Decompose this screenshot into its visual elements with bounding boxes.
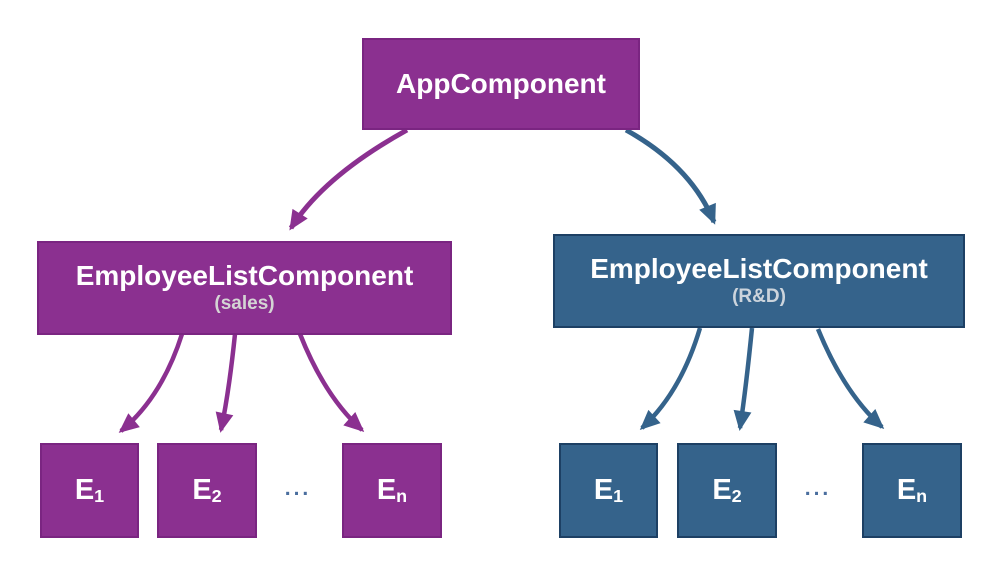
node-rnd-en: En bbox=[862, 443, 962, 538]
leaf-subscript: 2 bbox=[731, 485, 742, 506]
leaf-subscript: n bbox=[396, 485, 408, 506]
node-sales-e2: E2 bbox=[157, 443, 257, 538]
leaf-subscript: n bbox=[916, 485, 928, 506]
node-employee-list-sales: EmployeeListComponent (sales) bbox=[37, 241, 452, 335]
leaf-label: E1 bbox=[74, 473, 105, 507]
ellipsis-sales: ... bbox=[284, 477, 312, 500]
edge-sales-to-e2 bbox=[215, 333, 238, 433]
node-rnd-e1: E1 bbox=[559, 443, 658, 538]
leaf-base: E bbox=[74, 473, 95, 506]
edge-rnd-to-e2 bbox=[733, 327, 755, 431]
leaf-subscript: 2 bbox=[211, 485, 222, 506]
node-title: EmployeeListComponent bbox=[75, 260, 414, 292]
edge-app-to-sales-list bbox=[288, 127, 409, 231]
node-title: EmployeeListComponent bbox=[590, 253, 928, 285]
leaf-subscript: 1 bbox=[94, 485, 105, 506]
leaf-base: E bbox=[376, 473, 397, 506]
leaf-label: En bbox=[376, 473, 408, 507]
edge-sales-to-en bbox=[297, 333, 365, 432]
leaf-label: E1 bbox=[593, 473, 624, 507]
leaf-base: E bbox=[192, 473, 212, 506]
node-app-component: AppComponent bbox=[362, 38, 640, 130]
node-sales-e1: E1 bbox=[40, 443, 139, 538]
leaf-subscript: 1 bbox=[613, 485, 624, 506]
node-employee-list-rnd: EmployeeListComponent (R&D) bbox=[553, 234, 965, 328]
edge-app-to-rnd-list bbox=[624, 127, 717, 225]
node-title: AppComponent bbox=[396, 67, 606, 99]
node-sales-en: En bbox=[342, 443, 442, 538]
ellipsis-rnd: ... bbox=[804, 477, 832, 500]
edge-rnd-to-en bbox=[815, 328, 885, 430]
edge-sales-to-e1 bbox=[118, 333, 185, 433]
leaf-label: E2 bbox=[192, 473, 222, 507]
node-rnd-e2: E2 bbox=[677, 443, 777, 538]
node-subtitle: (sales) bbox=[214, 292, 275, 314]
leaf-base: E bbox=[593, 473, 614, 506]
leaf-base: E bbox=[712, 473, 732, 506]
leaf-base: E bbox=[896, 473, 917, 506]
edge-rnd-to-e1 bbox=[639, 327, 703, 431]
leaf-label: E2 bbox=[712, 473, 742, 507]
node-subtitle: (R&D) bbox=[732, 285, 786, 307]
leaf-label: En bbox=[896, 473, 928, 507]
